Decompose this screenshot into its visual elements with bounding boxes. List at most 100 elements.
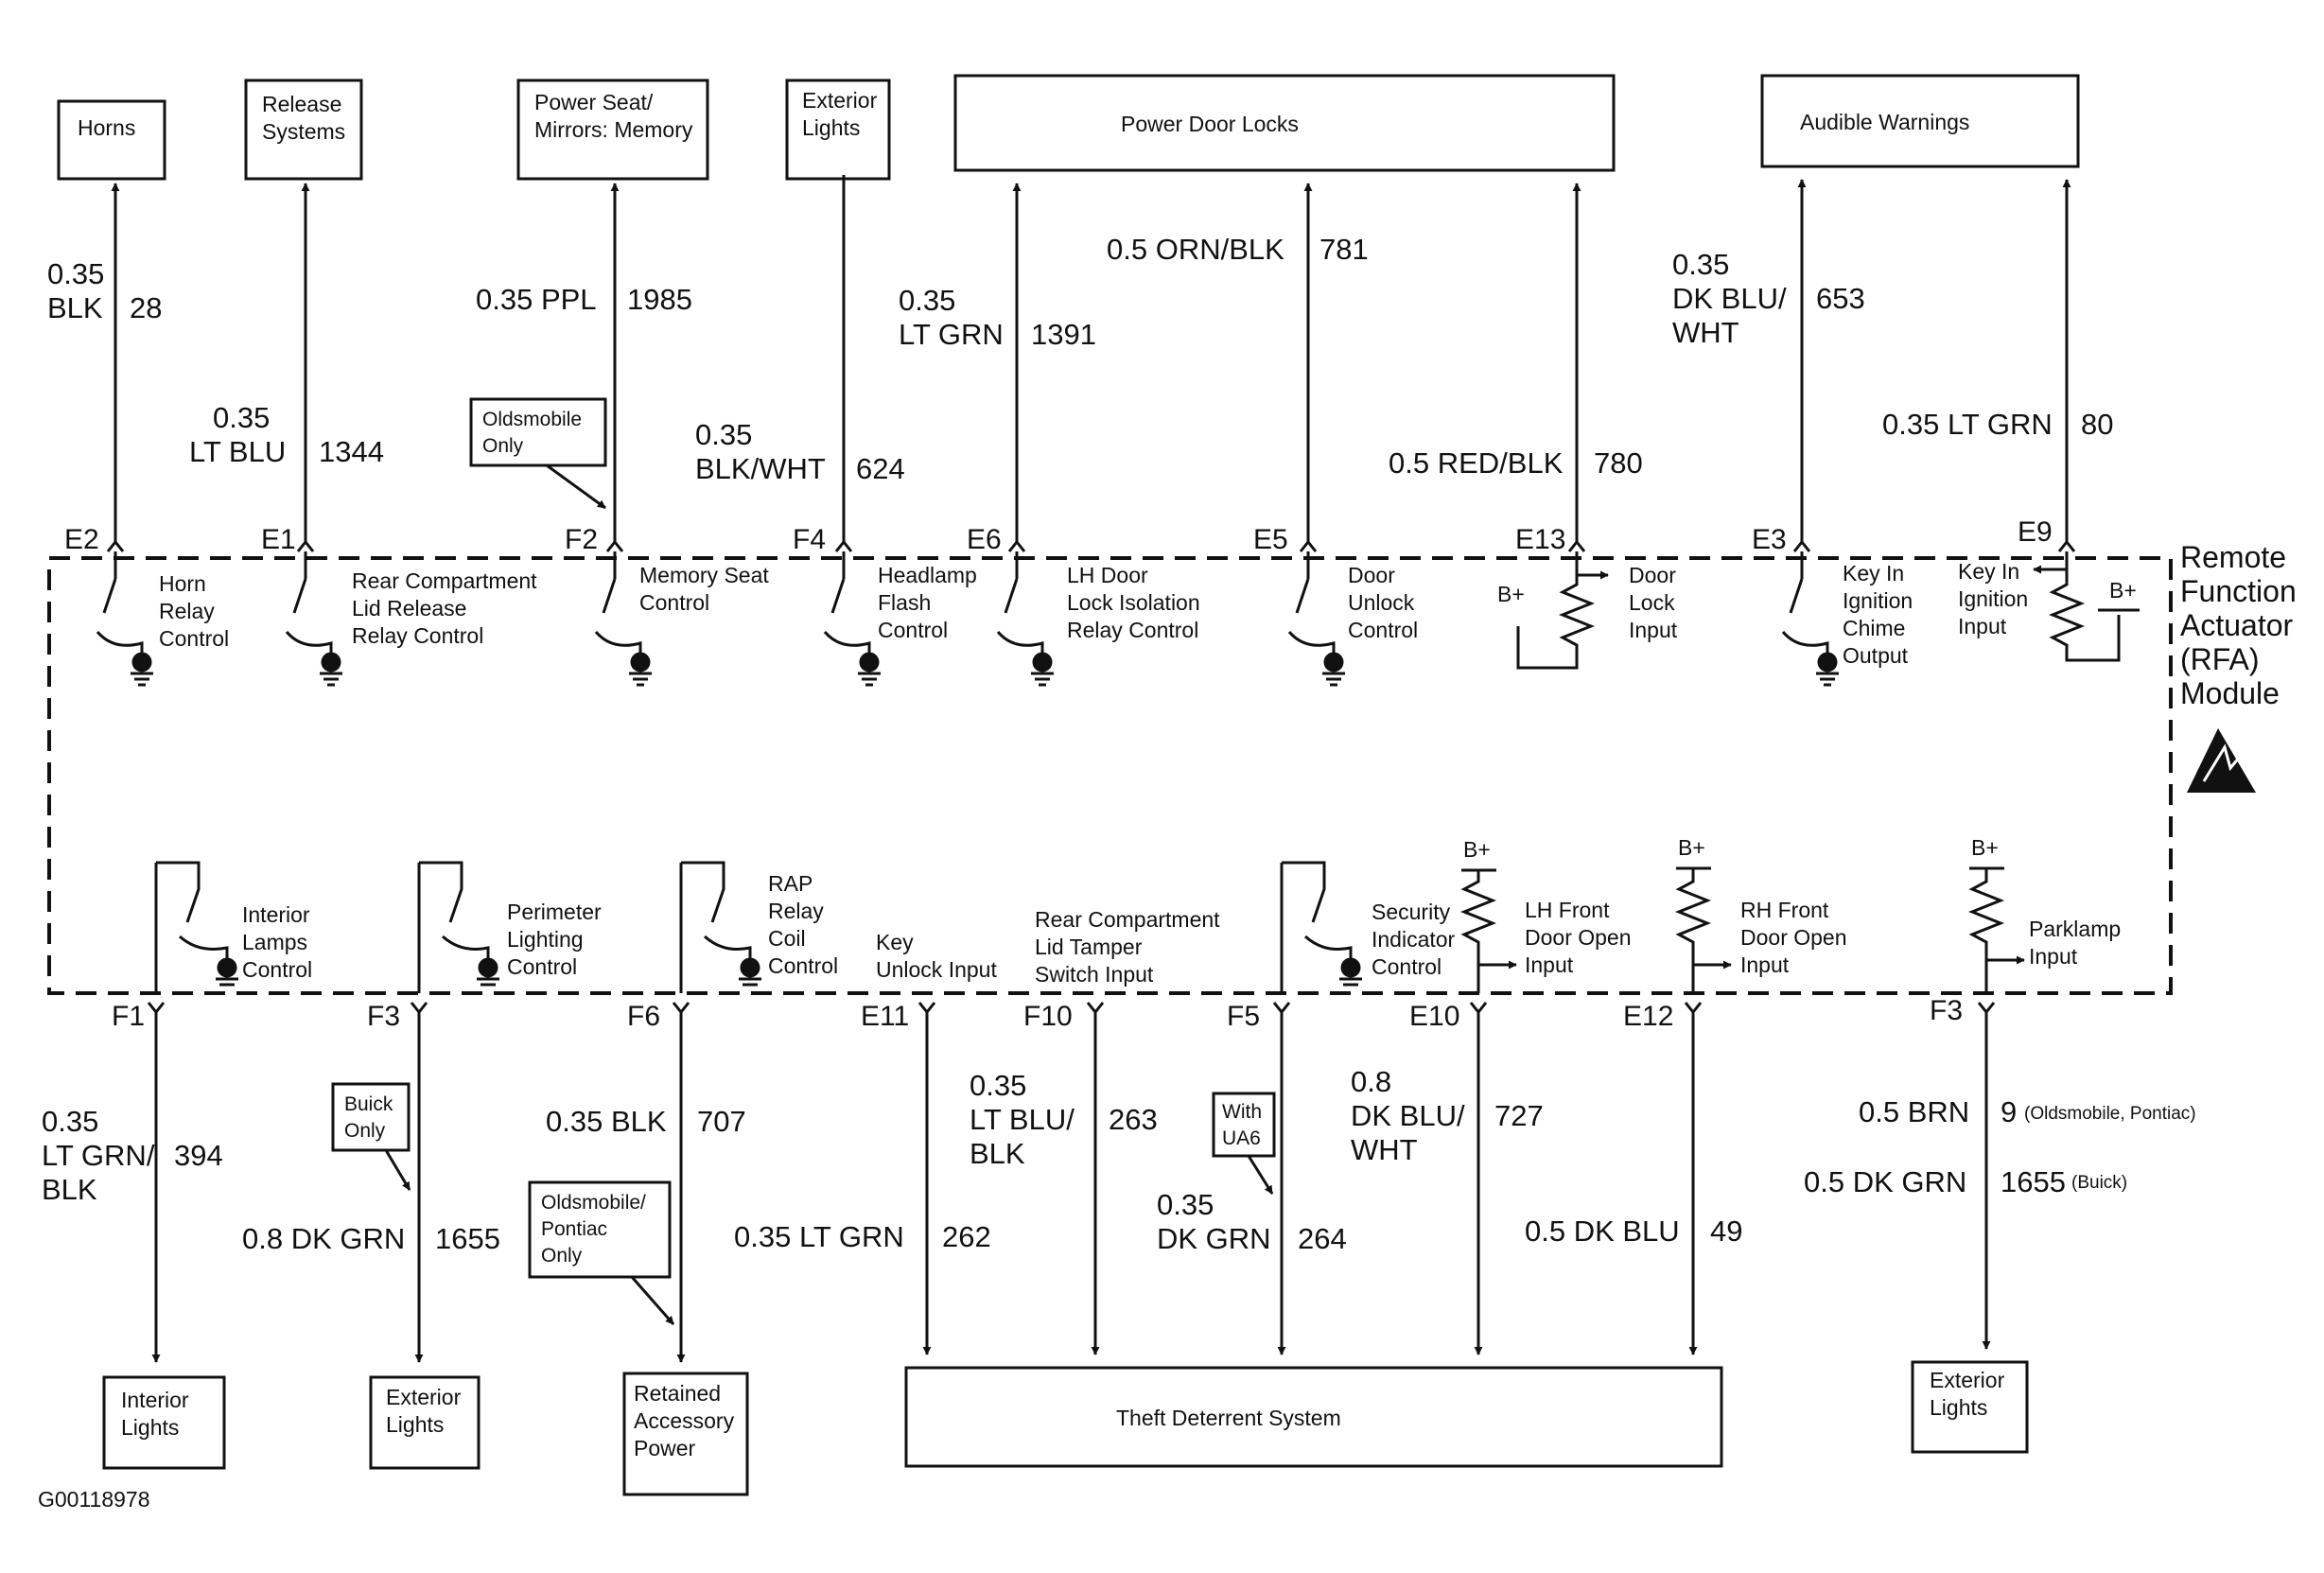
- bottom-box-interior-lights: Interior Lights: [102, 1375, 226, 1470]
- top-box-horns: Horns: [57, 99, 166, 181]
- svg-text:Key: Key: [876, 930, 914, 954]
- svg-text:Only: Only: [541, 1245, 583, 1267]
- svg-text:LH Front: LH Front: [1525, 898, 1610, 922]
- note-oldsmobile-only: Oldsmobile Only: [469, 397, 607, 510]
- top-box-audible-warnings: Audible Warnings: [1760, 74, 2080, 168]
- svg-text:DK GRN: DK GRN: [1157, 1222, 1271, 1255]
- svg-text:Pontiac: Pontiac: [541, 1218, 607, 1240]
- svg-text:RH Front: RH Front: [1740, 898, 1829, 922]
- svg-text:Lighting: Lighting: [507, 927, 584, 952]
- svg-text:Power Seat/: Power Seat/: [534, 90, 654, 114]
- svg-text:Exterior: Exterior: [386, 1385, 462, 1409]
- svg-text:1985: 1985: [627, 283, 692, 316]
- pin-e1: E1: [261, 524, 296, 555]
- module-label-line-3: Actuator: [2180, 608, 2294, 642]
- svg-text:WHT: WHT: [1672, 316, 1739, 349]
- svg-text:Flash: Flash: [878, 590, 931, 615]
- svg-text:RAP: RAP: [768, 871, 813, 896]
- svg-text:Lights: Lights: [802, 115, 860, 140]
- svg-text:0.35 BLK: 0.35 BLK: [546, 1105, 667, 1138]
- wire-label-f3: 0.8 DK GRN 1655: [242, 1222, 500, 1255]
- svg-text:Only: Only: [344, 1120, 386, 1142]
- svg-text:80: 80: [2081, 408, 2113, 441]
- pin-e2: E2: [64, 524, 99, 555]
- svg-text:Interior: Interior: [242, 902, 310, 927]
- wire-label-e12: 0.5 DK BLU 49: [1525, 1215, 1742, 1248]
- pin-e12: E12: [1623, 1001, 1673, 1032]
- svg-text:0.35: 0.35: [1672, 248, 1729, 281]
- svg-text:Door Open: Door Open: [1740, 925, 1847, 950]
- pin-e10: E10: [1409, 1001, 1459, 1032]
- svg-text:Indicator: Indicator: [1372, 927, 1456, 952]
- svg-text:Rear Compartment: Rear Compartment: [1035, 907, 1220, 932]
- svg-text:Ignition: Ignition: [1843, 588, 1913, 613]
- pin-f4: F4: [793, 524, 826, 555]
- bottom-box-exterior-lights: Exterior Lights: [369, 1375, 481, 1470]
- svg-text:780: 780: [1594, 446, 1643, 480]
- ground-symbols-top: [131, 652, 1839, 687]
- bottom-box-exterior-lights-right: Exterior Lights: [1911, 1360, 2029, 1454]
- svg-text:Control: Control: [768, 953, 838, 978]
- svg-text:Door Open: Door Open: [1525, 925, 1632, 950]
- svg-text:Oldsmobile/: Oldsmobile/: [541, 1192, 646, 1214]
- svg-text:727: 727: [1494, 1099, 1544, 1132]
- svg-text:Unlock Input: Unlock Input: [876, 957, 997, 982]
- svg-text:Mirrors: Memory: Mirrors: Memory: [534, 117, 693, 142]
- svg-text:Exterior: Exterior: [1930, 1368, 2005, 1392]
- svg-text:0.35: 0.35: [970, 1069, 1026, 1102]
- pin-e9: E9: [2018, 516, 2053, 548]
- svg-text:Systems: Systems: [262, 119, 345, 144]
- svg-text:Input: Input: [1740, 953, 1790, 977]
- svg-text:Lid Tamper: Lid Tamper: [1035, 935, 1143, 959]
- svg-text:0.35: 0.35: [1157, 1188, 1214, 1221]
- svg-text:Door: Door: [1348, 563, 1395, 587]
- svg-text:LT BLU/: LT BLU/: [970, 1103, 1075, 1136]
- svg-text:Control: Control: [639, 590, 709, 615]
- svg-text:WHT: WHT: [1351, 1133, 1418, 1166]
- pin-f3-right: F3: [1930, 995, 1963, 1026]
- svg-text:Control: Control: [1372, 954, 1442, 979]
- svg-text:B+: B+: [1971, 835, 1999, 860]
- svg-text:Power Door Locks: Power Door Locks: [1121, 112, 1299, 136]
- bottom-wires: [151, 1012, 1991, 1363]
- rfa-module-outline: [47, 556, 2173, 995]
- svg-text:Theft Deterrent System: Theft Deterrent System: [1116, 1406, 1341, 1430]
- wire-label-f5: 0.35 DK GRN 264: [1157, 1188, 1347, 1255]
- pin-f3: F3: [367, 1001, 400, 1032]
- svg-text:Accessory: Accessory: [634, 1408, 735, 1433]
- svg-text:0.35: 0.35: [42, 1105, 98, 1138]
- esd-warning-icon: [2187, 728, 2256, 793]
- svg-text:263: 263: [1109, 1103, 1158, 1136]
- wire-label-f6: 0.35 BLK 707: [546, 1105, 746, 1138]
- svg-text:B+: B+: [1497, 582, 1525, 606]
- svg-text:With: With: [1222, 1101, 1262, 1123]
- top-box-release-systems: Release Systems: [244, 79, 363, 181]
- svg-text:0.5 DK BLU: 0.5 DK BLU: [1525, 1215, 1680, 1248]
- svg-text:BLK: BLK: [970, 1137, 1025, 1170]
- svg-text:28: 28: [130, 291, 162, 324]
- svg-text:394: 394: [174, 1139, 223, 1172]
- svg-text:49: 49: [1710, 1215, 1742, 1248]
- svg-text:624: 624: [856, 452, 905, 485]
- svg-text:Coil: Coil: [768, 926, 806, 951]
- svg-text:707: 707: [697, 1105, 746, 1138]
- svg-text:Door: Door: [1629, 563, 1676, 587]
- svg-text:Input: Input: [1525, 953, 1574, 977]
- svg-text:0.5 RED/BLK: 0.5 RED/BLK: [1389, 446, 1564, 480]
- wire-label-f1: 0.35 LT GRN/ BLK 394: [42, 1105, 223, 1206]
- svg-text:Rear Compartment: Rear Compartment: [352, 568, 537, 593]
- svg-text:LT GRN/: LT GRN/: [42, 1139, 155, 1172]
- svg-text:B+: B+: [1463, 837, 1491, 862]
- svg-text:Oldsmobile: Oldsmobile: [482, 409, 582, 430]
- svg-text:Control: Control: [159, 626, 229, 651]
- wire-label-e2: 0.35 BLK 28: [47, 257, 162, 324]
- svg-text:Buick: Buick: [344, 1093, 393, 1115]
- svg-text:Input: Input: [1958, 614, 2007, 638]
- svg-text:781: 781: [1319, 233, 1369, 266]
- svg-text:LT GRN: LT GRN: [899, 318, 1004, 351]
- svg-text:1344: 1344: [319, 435, 384, 468]
- top-box-exterior-lights: Exterior Lights: [785, 79, 891, 181]
- pin-f5: F5: [1227, 1001, 1260, 1032]
- wire-label-f2: 0.35 PPL 1985: [476, 283, 692, 316]
- wire-label-e11: 0.35 LT GRN 262: [734, 1220, 991, 1253]
